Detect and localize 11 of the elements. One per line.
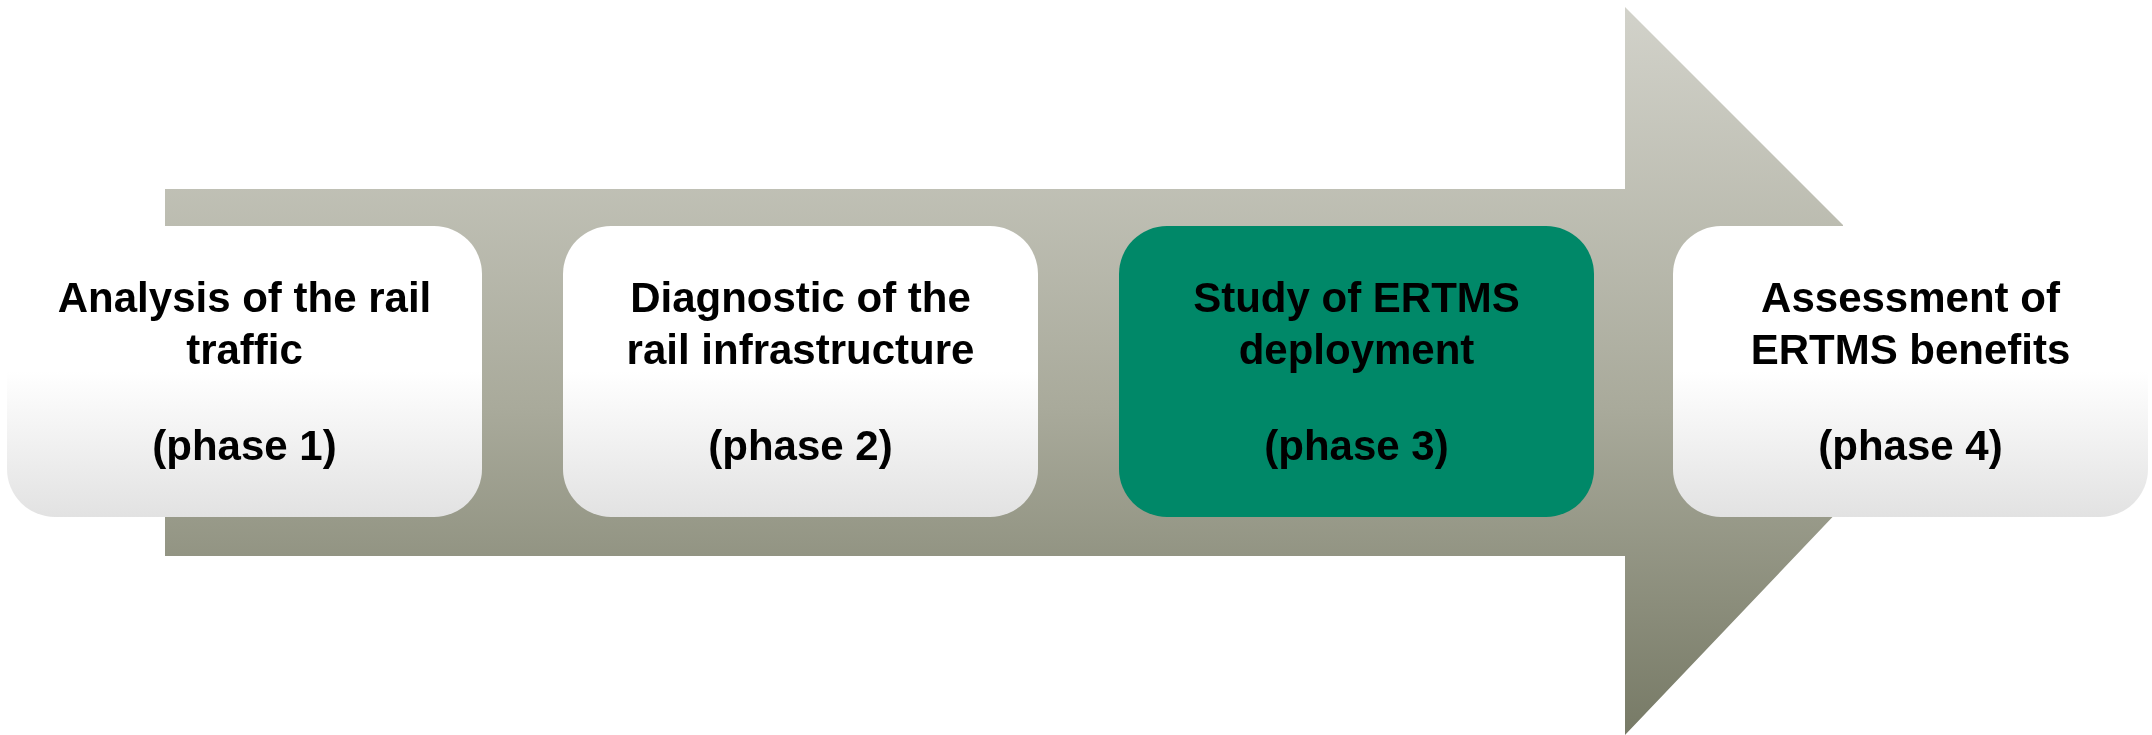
phase-title: Analysis of the rail traffic	[56, 273, 433, 375]
phase-title: Study of ERTMS deployment	[1192, 273, 1521, 375]
phase-number: (phase 2)	[708, 421, 893, 471]
phase-box	[563, 226, 1038, 517]
phase-number: (phase 1)	[152, 421, 337, 471]
phase-box	[7, 226, 482, 517]
phase-box	[1119, 226, 1594, 517]
phase-number: (phase 3)	[1264, 421, 1449, 471]
phase-title: Diagnostic of the rail infrastructure	[625, 273, 976, 375]
phase-title: Assessment of ERTMS benefits	[1749, 273, 2072, 375]
phase-number: (phase 4)	[1818, 421, 2003, 471]
